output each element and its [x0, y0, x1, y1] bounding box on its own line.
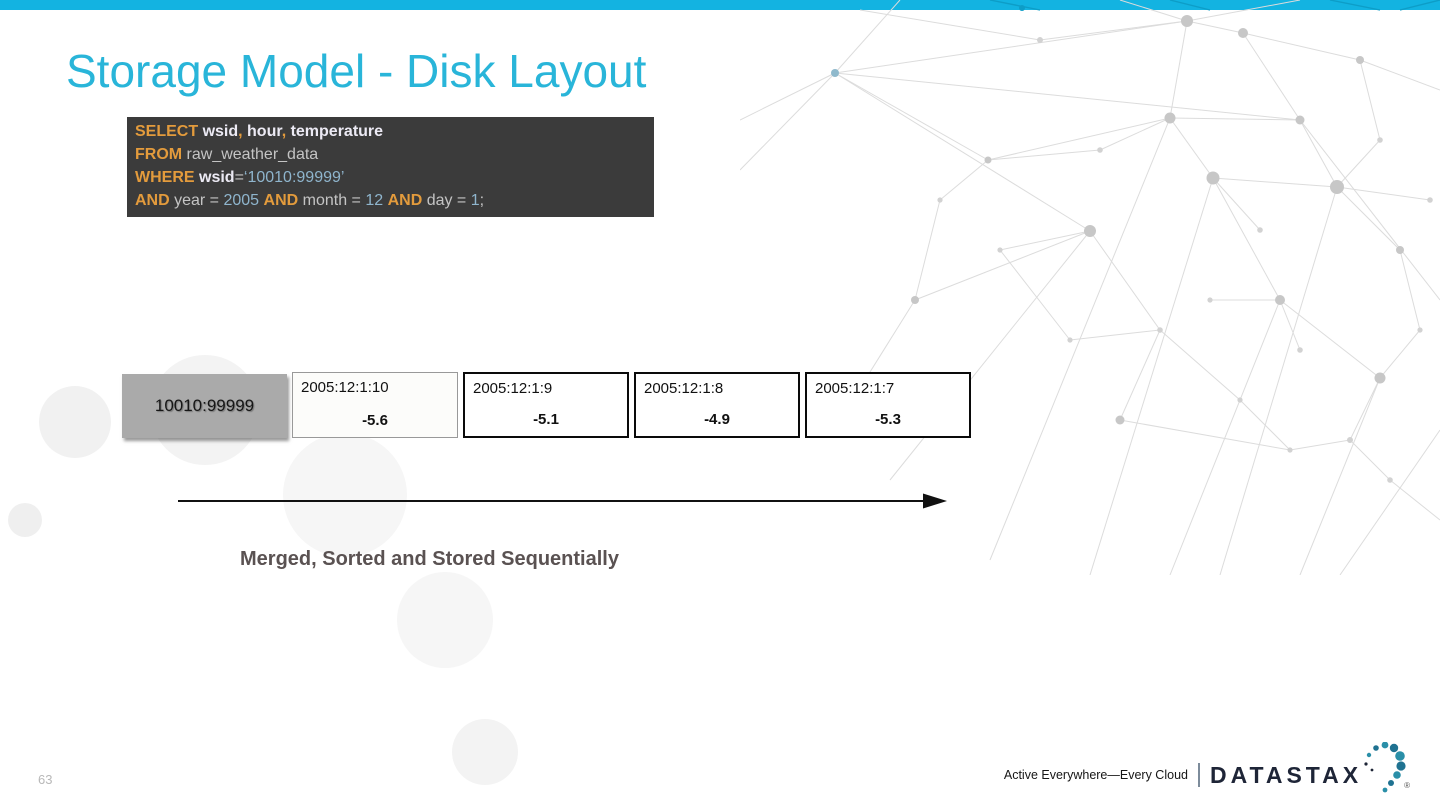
cell-timestamp: 2005:12:1:7 [815, 380, 895, 397]
cell-value: -5.1 [533, 411, 559, 428]
disk-cell: 2005:12:1:9 -5.1 [463, 372, 629, 438]
partition-key-label: 10010:99999 [154, 396, 255, 415]
accent-top-bar [0, 0, 1440, 10]
disk-cell: 2005:12:1:7 -5.3 [805, 372, 971, 438]
datastax-wordmark: DATASTAX [1209, 761, 1363, 788]
cell-value: -4.9 [704, 411, 730, 428]
disk-cells-row: 2005:12:1:10 -5.6 2005:12:1:9 -5.1 2005:… [292, 372, 971, 438]
cell-value: -5.3 [875, 411, 901, 428]
cell-value: -5.6 [362, 412, 388, 429]
code-line: AND year = 2005 AND month = 12 AND day =… [135, 192, 485, 209]
code-line: SELECT wsid, hour, temperature [135, 123, 384, 140]
footer-brand: Active Everywhere—Every Cloud DATASTAX ® [1003, 742, 1410, 798]
slide-title: Storage Model - Disk Layout [66, 45, 647, 97]
cell-timestamp: 2005:12:1:9 [473, 380, 553, 397]
caption-text: Merged, Sorted and Stored Sequentially [240, 548, 619, 570]
background-circle [452, 719, 518, 785]
datastax-dots-icon [1364, 742, 1406, 793]
page-number: 63 [38, 772, 53, 787]
code-line: FROM raw_weather_data [135, 146, 319, 163]
disk-cell: 2005:12:1:8 -4.9 [634, 372, 800, 438]
cell-timestamp: 2005:12:1:8 [644, 380, 724, 397]
sequential-arrow [178, 493, 947, 509]
brand-tagline: Active Everywhere—Every Cloud [1003, 768, 1188, 782]
partition-key-box: 10010:99999 [122, 374, 287, 438]
registered-mark: ® [1404, 781, 1410, 790]
disk-cell: 2005:12:1:10 -5.6 [292, 372, 458, 438]
background-circle [8, 503, 42, 537]
cell-timestamp: 2005:12:1:10 [301, 379, 389, 396]
background-circle [397, 572, 493, 668]
network-decoration [740, 0, 1440, 575]
brand-divider [1197, 763, 1200, 787]
background-circle [39, 386, 111, 458]
code-line: WHERE wsid=‘10010:99999’ [135, 169, 345, 186]
background-circle [283, 433, 407, 557]
